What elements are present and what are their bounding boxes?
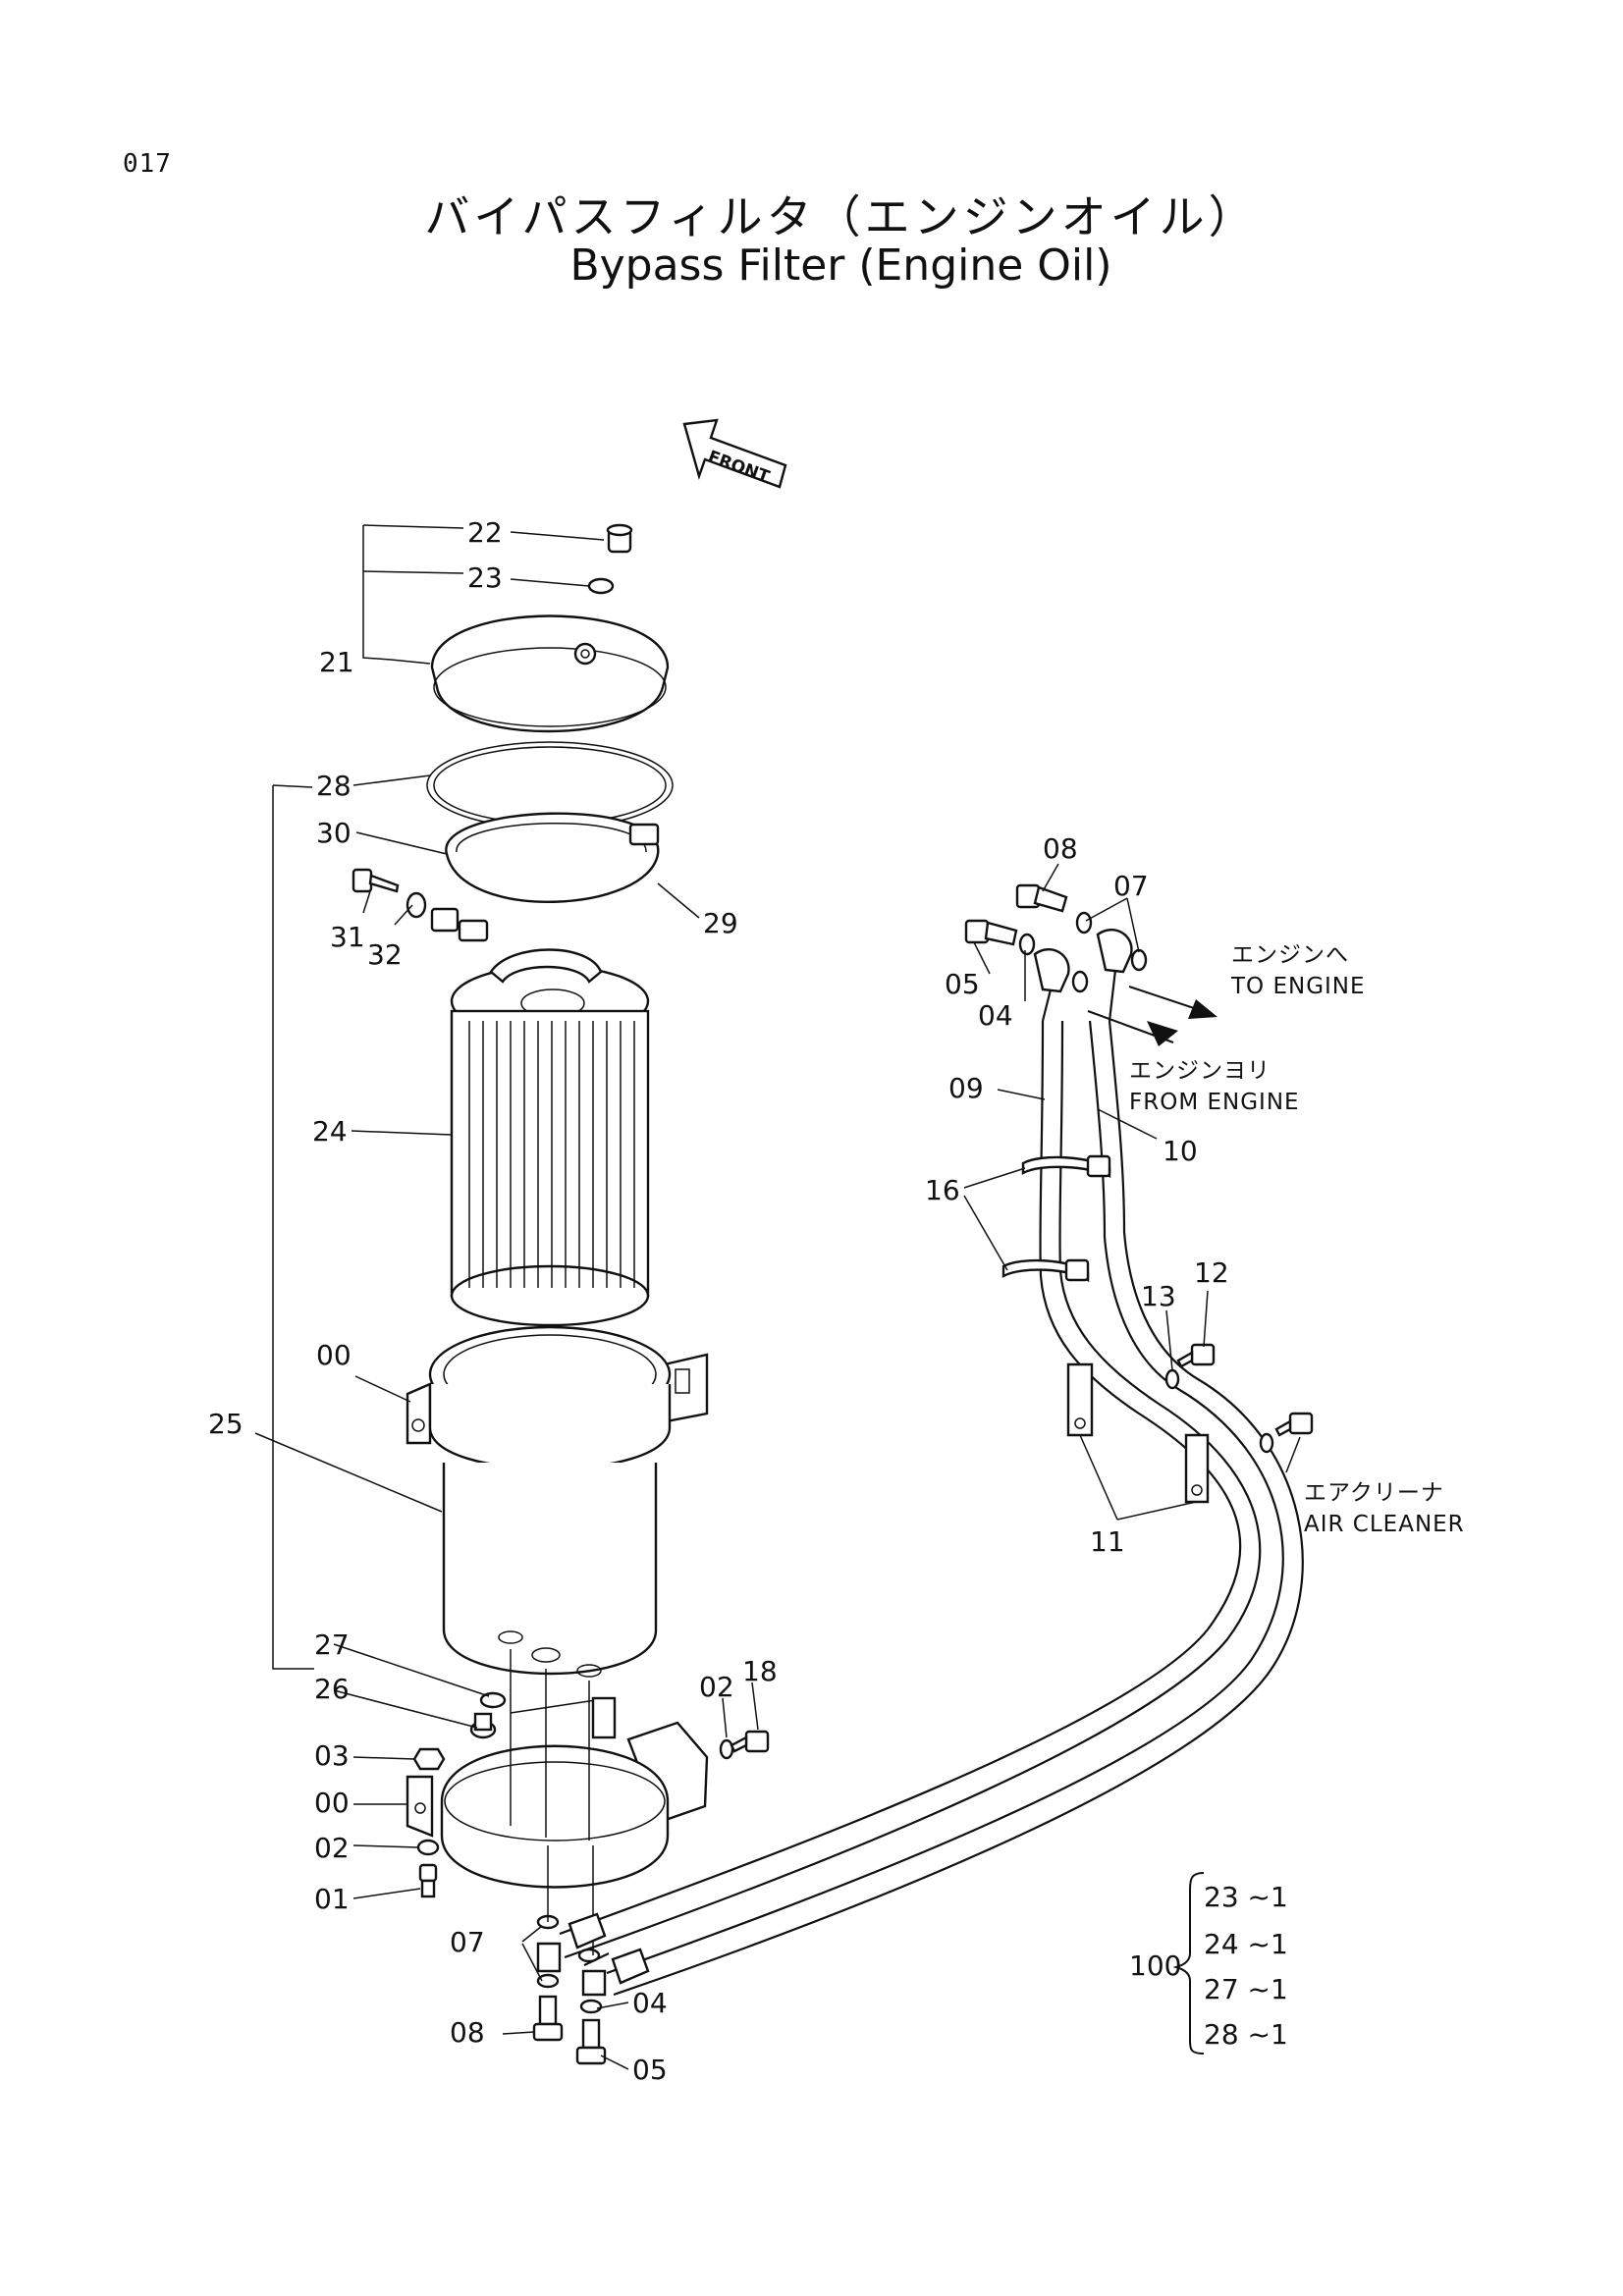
part-callout: 02 bbox=[699, 1671, 734, 1703]
clamp-band-icon bbox=[430, 812, 660, 942]
part-callout: 32 bbox=[367, 938, 403, 971]
nut-icon bbox=[412, 1747, 446, 1771]
drain-bolt-icon bbox=[469, 1712, 497, 1739]
plug-part-icon bbox=[606, 523, 633, 554]
mounting-bracket-icon bbox=[406, 1696, 709, 1889]
part-callout: 18 bbox=[742, 1655, 778, 1687]
to-engine-jp-label: エンジンへ bbox=[1231, 942, 1349, 968]
title-english: Bypass Filter (Engine Oil) bbox=[569, 240, 1112, 291]
to-engine-arrow-icon bbox=[1128, 986, 1217, 1019]
to-engine-en-label: TO ENGINE bbox=[1230, 974, 1366, 999]
part-callout: 24 bbox=[312, 1115, 348, 1148]
part-callout: 07 bbox=[1113, 870, 1149, 902]
banjo-fitting-icon bbox=[575, 1948, 607, 2065]
clamp-bracket-icon bbox=[1066, 1362, 1210, 1504]
from-engine-jp-label: エンジンヨリ bbox=[1129, 1058, 1271, 1084]
washer-icon bbox=[416, 1839, 440, 1856]
part-callout: 13 bbox=[1141, 1280, 1176, 1312]
from-engine-en-label: FROM ENGINE bbox=[1129, 1090, 1300, 1115]
title-japanese: バイパスフィルタ（エンジンオイル） bbox=[424, 190, 1258, 243]
part-callout: 25 bbox=[208, 1408, 243, 1440]
banjo-fitting-icon bbox=[532, 1914, 564, 2042]
kit-brace bbox=[1172, 1872, 1205, 2055]
washer-icon bbox=[406, 891, 427, 919]
part-callout: 11 bbox=[1090, 1525, 1125, 1558]
part-callout: 28 bbox=[316, 770, 352, 802]
part-callout: 07 bbox=[450, 1926, 485, 1958]
banjo-fitting-icon bbox=[964, 919, 1089, 993]
part-callout: 21 bbox=[319, 646, 354, 678]
bolt-icon bbox=[352, 868, 400, 893]
air-cleaner-en-label: AIR CLEANER bbox=[1304, 1512, 1465, 1537]
part-callout: 03 bbox=[314, 1739, 350, 1772]
air-cleaner-jp-label: エアクリーナ bbox=[1304, 1480, 1444, 1506]
washer-icon bbox=[587, 577, 615, 595]
part-callout: 09 bbox=[948, 1072, 984, 1104]
hose-clamp-icon bbox=[1001, 1154, 1111, 1283]
part-callout: 08 bbox=[450, 2016, 485, 2049]
bolt-icon bbox=[1176, 1343, 1216, 1368]
part-callout: 10 bbox=[1163, 1135, 1198, 1167]
part-callout: 04 bbox=[632, 1987, 668, 2019]
part-callout: 27 bbox=[314, 1629, 350, 1661]
part-callout: 00 bbox=[316, 1339, 352, 1371]
part-callout: 16 bbox=[925, 1174, 960, 1206]
part-callout: 01 bbox=[314, 1883, 350, 1915]
kit-number: 100 bbox=[1129, 1949, 1181, 1982]
bolt-icon bbox=[1259, 1412, 1314, 1454]
part-callout: 26 bbox=[314, 1673, 350, 1705]
part-callout: 12 bbox=[1194, 1256, 1229, 1289]
part-callout: 29 bbox=[703, 907, 738, 939]
hose-assembly-icon bbox=[559, 1020, 1304, 1997]
front-arrow-icon: FRONT bbox=[682, 418, 787, 489]
washer-icon bbox=[1164, 1368, 1180, 1390]
kit-item: 24 ~1 bbox=[1204, 1928, 1288, 1960]
part-callout: 04 bbox=[978, 999, 1013, 1032]
bolt-icon bbox=[730, 1730, 770, 1753]
filter-element-icon bbox=[450, 948, 650, 1327]
part-callout: 08 bbox=[1043, 832, 1078, 865]
leader-lines bbox=[254, 524, 1301, 2070]
seal-washer-icon bbox=[479, 1691, 507, 1709]
filter-housing-icon bbox=[406, 1325, 709, 1678]
page-number: 017 bbox=[123, 149, 172, 179]
part-callout: 31 bbox=[330, 921, 365, 953]
bolt-icon bbox=[418, 1863, 438, 1898]
part-callout: 02 bbox=[314, 1832, 350, 1864]
part-callout: 05 bbox=[945, 968, 980, 1000]
part-callout: 22 bbox=[467, 516, 503, 549]
washer-icon bbox=[719, 1738, 734, 1760]
kit-item: 27 ~1 bbox=[1204, 1973, 1288, 2005]
from-engine-arrow-icon bbox=[1087, 1010, 1178, 1046]
part-callout: 00 bbox=[314, 1787, 350, 1819]
part-callout: 30 bbox=[316, 817, 352, 849]
part-callout: 05 bbox=[632, 2054, 668, 2086]
kit-item: 23 ~1 bbox=[1204, 1881, 1288, 1913]
part-callout: 23 bbox=[467, 561, 503, 594]
kit-item: 28 ~1 bbox=[1204, 2018, 1288, 2051]
cover-part-icon bbox=[430, 614, 670, 733]
